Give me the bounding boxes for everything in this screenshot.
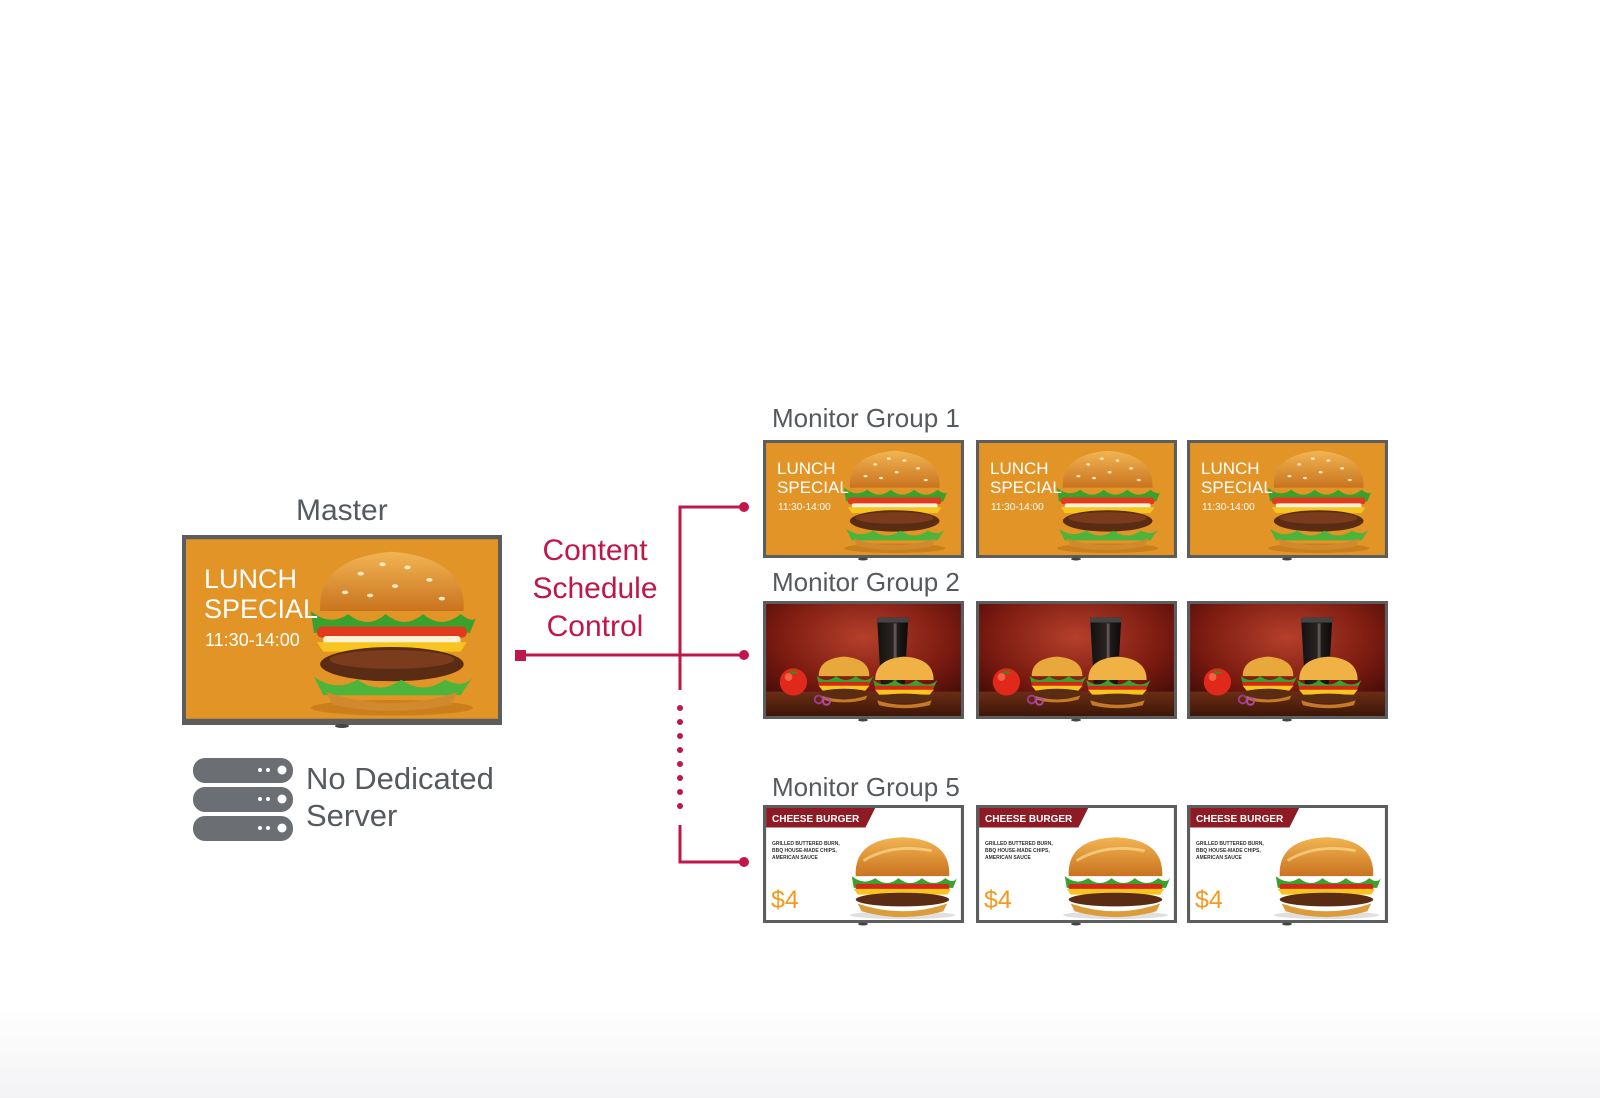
monitor	[976, 601, 1177, 722]
g1-screen-line2: SPECIAL	[777, 478, 849, 497]
group5-monitors: CHEESE BURGER GRILLED BUTTERED BURN, BBQ…	[763, 805, 1388, 926]
group5-label: Monitor Group 5	[772, 772, 960, 802]
g1-screen-time: 11:30-14:00	[1202, 502, 1255, 513]
master-stand	[335, 724, 349, 728]
g5-screen-desc3: AMERICAN SAUCE	[1196, 855, 1243, 861]
server-icon	[193, 758, 293, 841]
monitor: CHEESE BURGER GRILLED BUTTERED BURN, BBQ…	[1187, 805, 1388, 926]
g1-screen-line1: LUNCH	[990, 459, 1049, 478]
g5-screen-price: $4	[1195, 886, 1223, 914]
monitor: LUNCH SPECIAL 11:30-14:00	[763, 440, 964, 561]
g5-screen-desc1: GRILLED BUTTERED BURN,	[772, 841, 840, 847]
monitor: CHEESE BURGER GRILLED BUTTERED BURN, BBQ…	[976, 805, 1177, 926]
g1-screen-line1: LUNCH	[777, 459, 836, 478]
group5-port-dot	[739, 857, 749, 867]
master-port-square	[515, 650, 526, 661]
g5-screen-price: $4	[771, 886, 799, 914]
g5-screen-title: CHEESE BURGER	[772, 814, 860, 825]
monitor	[1187, 601, 1388, 722]
g5-screen-desc1: GRILLED BUTTERED BURN,	[985, 841, 1053, 847]
g1-screen-time: 11:30-14:00	[778, 502, 831, 513]
master-label: Master	[296, 494, 388, 527]
group1-port-dot	[739, 502, 749, 512]
g1-screen-time: 11:30-14:00	[991, 502, 1044, 513]
no-dedicated-server-label: No Dedicated Server	[306, 760, 494, 834]
g5-screen-title: CHEESE BURGER	[1196, 814, 1284, 825]
monitor: CHEESE BURGER GRILLED BUTTERED BURN, BBQ…	[763, 805, 964, 926]
g5-screen-title: CHEESE BURGER	[985, 814, 1073, 825]
monitor: LUNCH SPECIAL 11:30-14:00	[1187, 440, 1388, 561]
ellipsis-dots	[677, 705, 683, 809]
bottom-fade	[0, 1008, 1600, 1098]
monitor: LUNCH SPECIAL 11:30-14:00	[976, 440, 1177, 561]
group2-monitors	[763, 601, 1388, 722]
server-line2: Server	[306, 798, 398, 833]
g5-screen-desc2: BBQ HOUSE-MADE CHIPS,	[985, 848, 1050, 854]
master-screen-line2: SPECIAL	[204, 594, 318, 624]
connector-lines	[520, 505, 744, 864]
g5-screen-desc3: AMERICAN SAUCE	[772, 855, 819, 861]
g5-screen-price: $4	[984, 886, 1012, 914]
g5-screen-desc3: AMERICAN SAUCE	[985, 855, 1032, 861]
g5-screen-desc2: BBQ HOUSE-MADE CHIPS,	[1196, 848, 1261, 854]
monitor	[763, 601, 964, 722]
group1-monitors: LUNCH SPECIAL 11:30-14:00 LUNCH SPECIAL …	[763, 440, 1388, 561]
group1-label: Monitor Group 1	[772, 403, 960, 433]
g1-screen-line2: SPECIAL	[990, 478, 1062, 497]
group2-port-dot	[739, 650, 749, 660]
trunk-lower-line	[678, 825, 744, 864]
server-line1: No Dedicated	[306, 761, 494, 796]
g5-screen-desc1: GRILLED BUTTERED BURN,	[1196, 841, 1264, 847]
master-screen-time: 11:30-14:00	[205, 630, 300, 650]
master-monitor: LUNCH SPECIAL 11:30-14:00	[182, 535, 502, 728]
control-line3: Control	[546, 610, 644, 643]
g5-screen-desc2: BBQ HOUSE-MADE CHIPS,	[772, 848, 837, 854]
content-schedule-control-label: Content Schedule Control	[520, 532, 670, 646]
control-line2: Schedule	[532, 572, 658, 605]
trunk-upper-line	[678, 505, 744, 690]
group2-label: Monitor Group 2	[772, 567, 960, 597]
g1-screen-line2: SPECIAL	[1201, 478, 1273, 497]
master-screen-line1: LUNCH	[204, 564, 297, 594]
control-line1: Content	[542, 534, 648, 567]
g1-screen-line1: LUNCH	[1201, 459, 1260, 478]
